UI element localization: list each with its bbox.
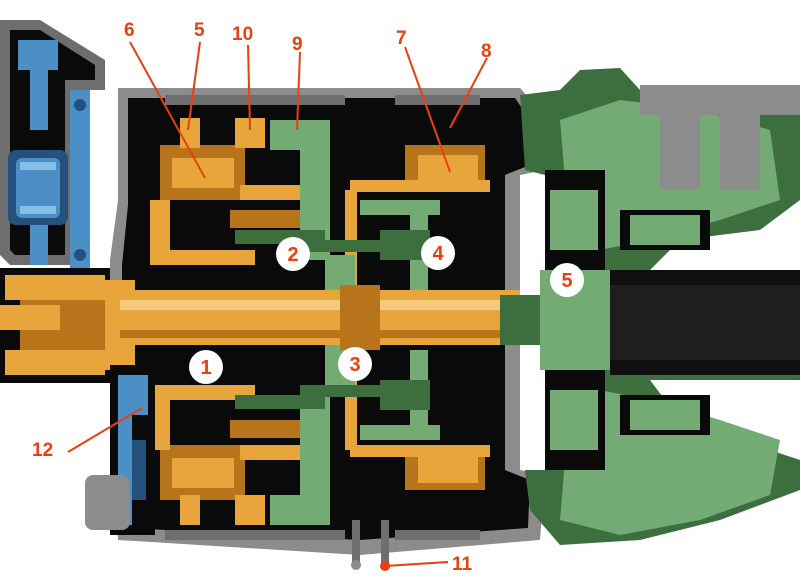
svg-text:5: 5 (561, 270, 572, 292)
svg-text:3: 3 (349, 354, 360, 376)
orange-clutch-packs (150, 118, 490, 525)
callout-11: 11 (452, 554, 473, 575)
main-shaft (105, 280, 560, 370)
top-right-bracket (640, 85, 800, 190)
left-coupling-assembly (0, 20, 105, 270)
bottom-springs (165, 530, 480, 540)
callout-8: 8 (481, 41, 492, 62)
svg-text:4: 4 (432, 243, 444, 265)
callout-10: 10 (232, 24, 253, 45)
input-flange (0, 268, 110, 383)
lower-blue-assembly (85, 365, 155, 535)
circled-marker-4: 4 (421, 236, 455, 270)
circled-markers: 1 2 3 4 5 (189, 236, 584, 384)
circled-marker-5: 5 (550, 263, 584, 297)
callout-12: 12 (32, 440, 53, 461)
callout-9: 9 (292, 34, 303, 55)
circled-marker-3: 3 (338, 347, 372, 381)
output-housing (520, 68, 800, 545)
callout-7: 7 (396, 28, 407, 49)
callout-6: 6 (124, 20, 135, 41)
callout-5: 5 (194, 20, 205, 41)
svg-text:2: 2 (287, 244, 298, 266)
top-springs (165, 95, 480, 105)
callout-labels: 6 5 10 9 7 8 12 11 (32, 20, 492, 575)
circled-marker-1: 1 (189, 350, 223, 384)
leader-lines (67, 41, 488, 567)
circled-marker-2: 2 (276, 237, 310, 271)
svg-text:1: 1 (200, 357, 211, 379)
